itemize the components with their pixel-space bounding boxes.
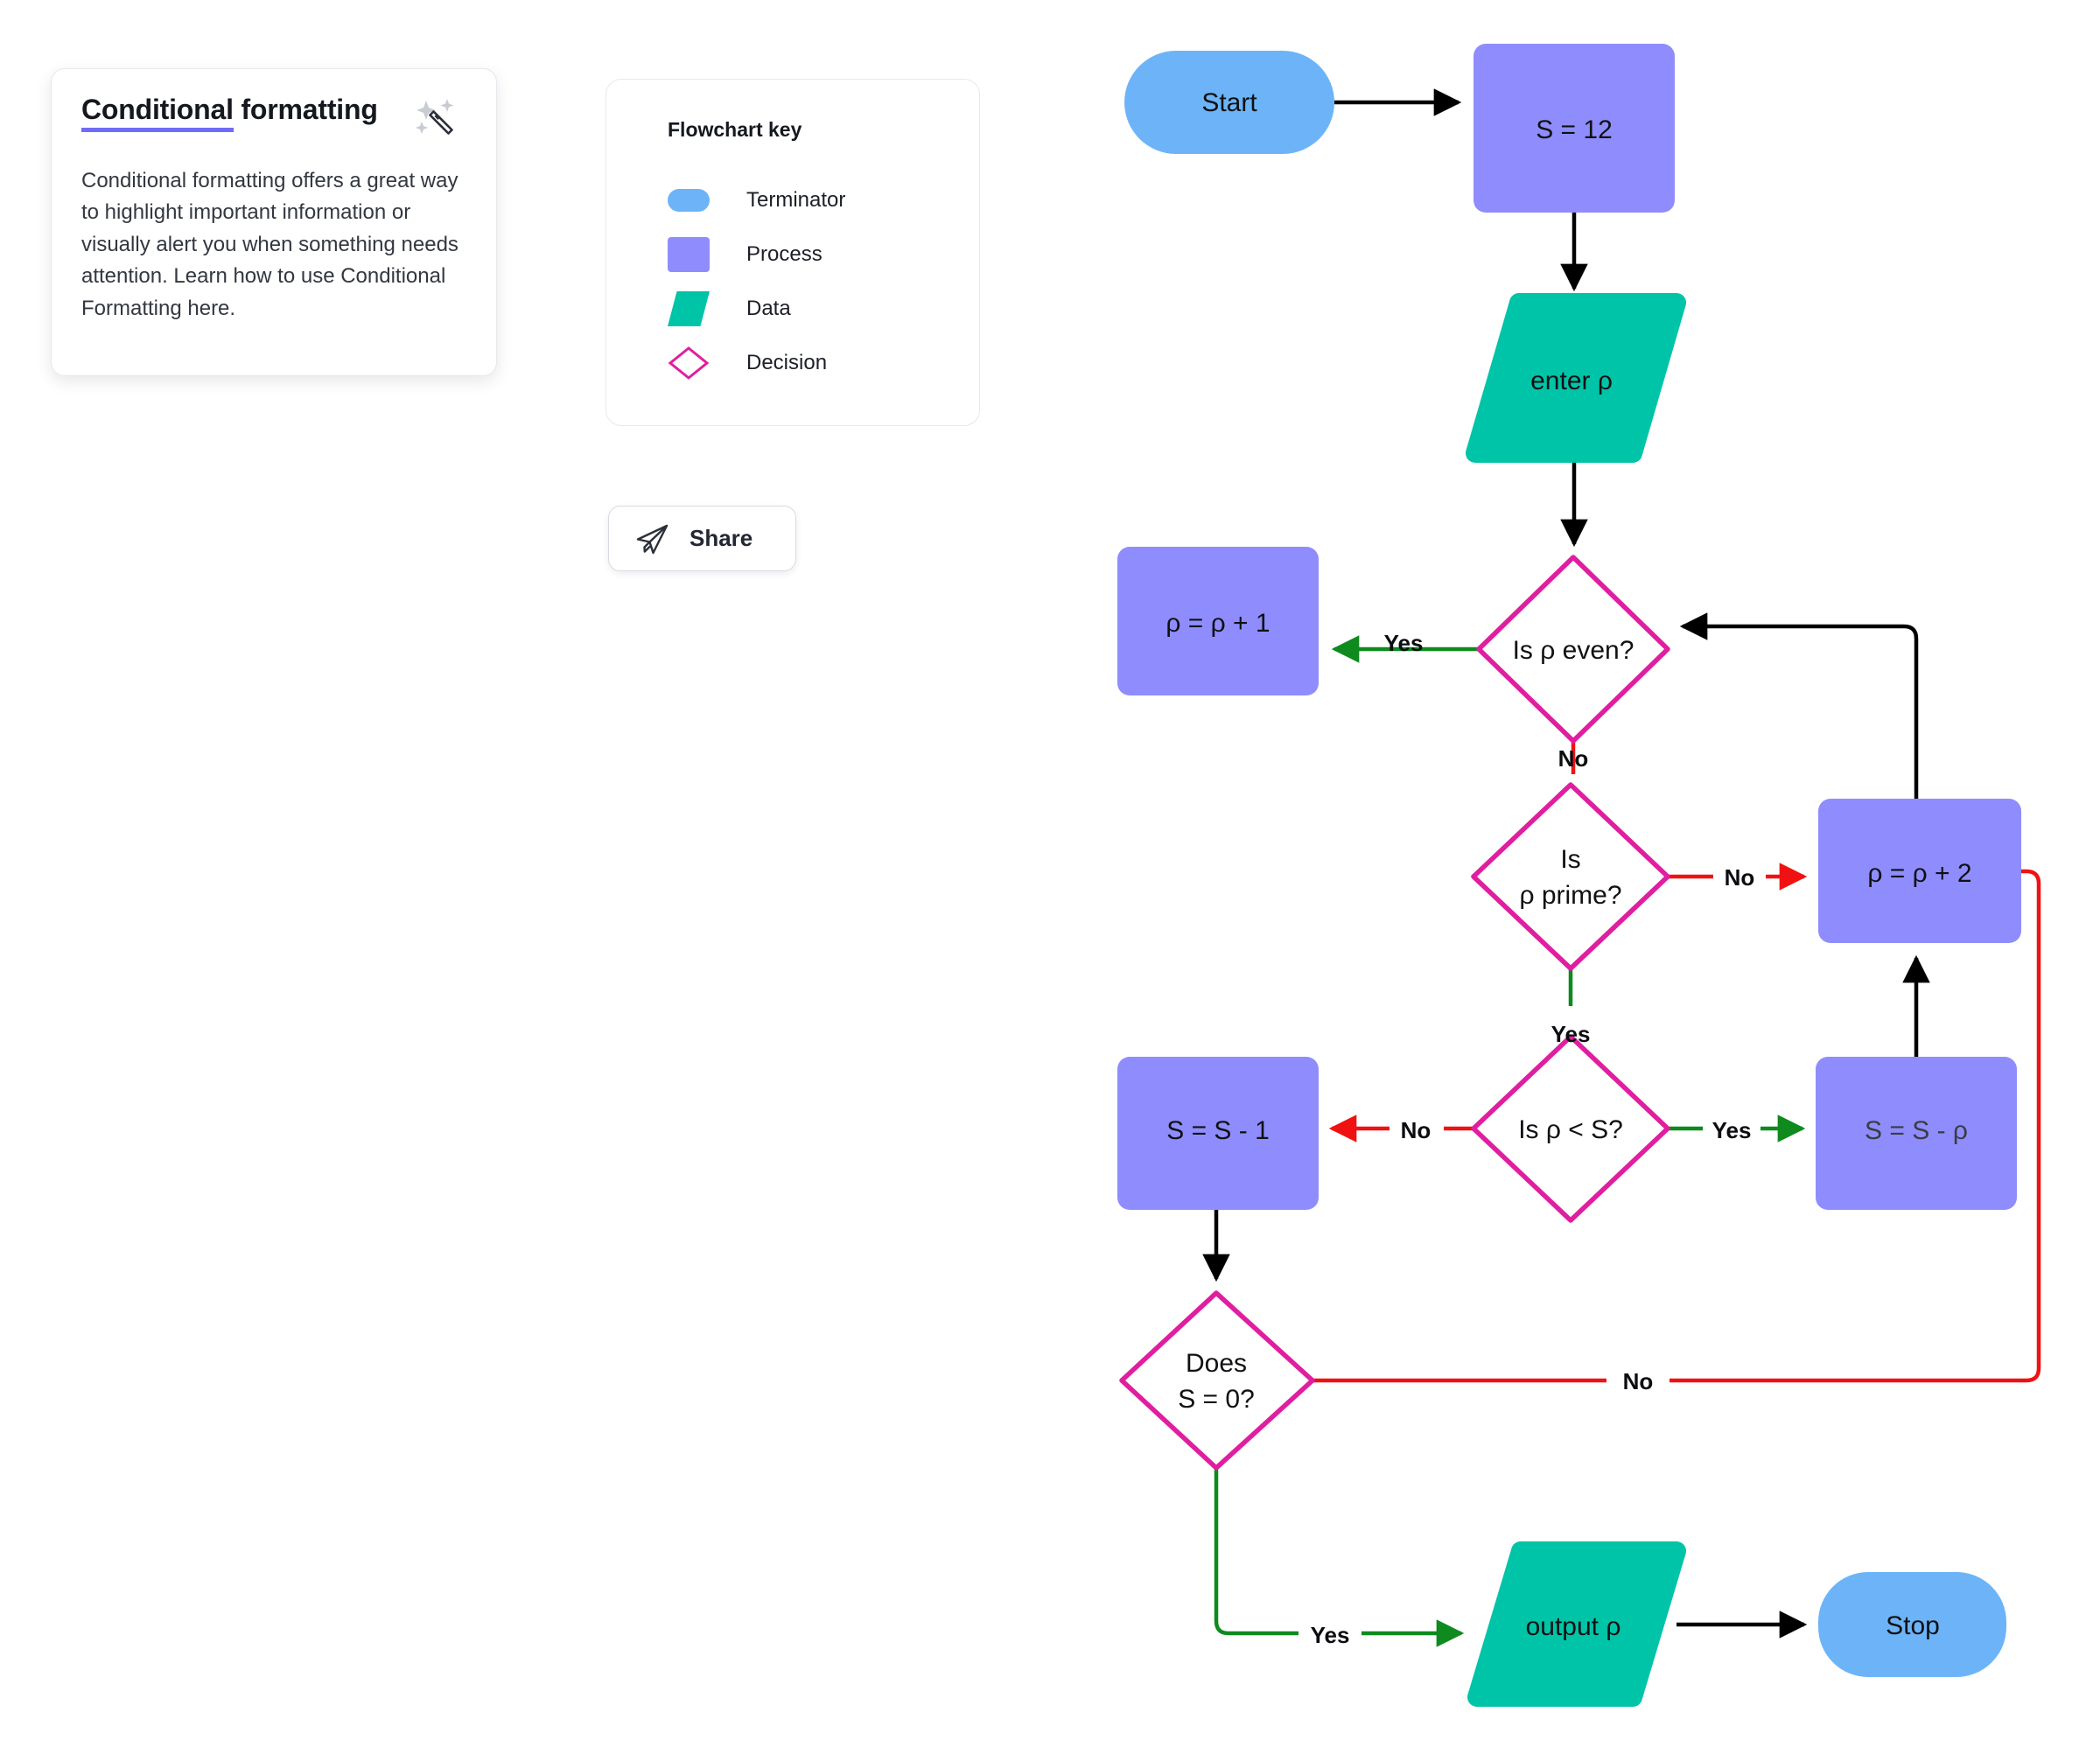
conditional-formatting-card: Conditional formatting Conditional forma… bbox=[51, 68, 497, 377]
legend-item-terminator: Terminator bbox=[668, 173, 979, 227]
node-s-minus-1[interactable]: S = S - 1 bbox=[1117, 1057, 1319, 1210]
legend-title: Flowchart key bbox=[668, 118, 802, 141]
node-s-equals-12[interactable]: S = 12 bbox=[1474, 44, 1675, 213]
node-label-rho-plus-1: ρ = ρ + 1 bbox=[1166, 609, 1270, 638]
node-label-s-minus-1: S = S - 1 bbox=[1166, 1116, 1270, 1145]
legend-item-data: Data bbox=[668, 282, 979, 336]
node-label-start: Start bbox=[1201, 88, 1257, 117]
card-header: Conditional formatting bbox=[81, 94, 466, 144]
node-label-is: Is bbox=[1560, 845, 1580, 874]
edge-rho2-loop-to-even bbox=[1679, 612, 1919, 799]
decision-swatch-icon bbox=[668, 346, 731, 381]
card-body-text: Conditional formatting offers a great wa… bbox=[81, 169, 458, 320]
share-button[interactable]: Share bbox=[608, 506, 796, 571]
node-label-s-equals-12: S = 12 bbox=[1536, 115, 1613, 144]
legend-item-process: Process bbox=[668, 227, 979, 282]
node-start[interactable]: Start bbox=[1124, 51, 1334, 154]
paper-plane-icon bbox=[636, 524, 668, 554]
terminator-swatch-icon bbox=[668, 189, 731, 212]
node-label-stop: Stop bbox=[1886, 1611, 1940, 1640]
process-swatch-icon bbox=[668, 237, 731, 272]
magic-wand-icon bbox=[416, 99, 454, 135]
node-is-rho-prime[interactable]: Is ρ prime? bbox=[1471, 782, 1670, 971]
edge-label-less-yes: Yes bbox=[1712, 1117, 1752, 1143]
node-enter-rho[interactable]: enter ρ bbox=[1466, 293, 1686, 463]
node-label-rho-plus-2: ρ = ρ + 2 bbox=[1867, 859, 1971, 888]
edge-label-prime-no: No bbox=[1725, 864, 1755, 891]
node-label-does: Does bbox=[1186, 1349, 1247, 1378]
legend-label-decision: Decision bbox=[746, 351, 828, 374]
node-does-s-equal-0[interactable]: Does S = 0? bbox=[1119, 1290, 1315, 1471]
card-title-rest: formatting bbox=[233, 94, 378, 125]
node-is-rho-less-than-s[interactable]: Is ρ < S? bbox=[1471, 1034, 1670, 1223]
edge-label-zero-no: No bbox=[1623, 1368, 1654, 1394]
node-label-output-rho: output ρ bbox=[1526, 1612, 1621, 1641]
node-label-s-minus-rho: S = S - ρ bbox=[1865, 1116, 1968, 1145]
node-rho-plus-2[interactable]: ρ = ρ + 2 bbox=[1818, 799, 2021, 943]
edge-label-even-no: No bbox=[1558, 745, 1589, 772]
node-label-is-rho-less-than-s: Is ρ < S? bbox=[1518, 1115, 1623, 1144]
legend-label-terminator: Terminator bbox=[746, 188, 846, 212]
node-output-rho[interactable]: output ρ bbox=[1467, 1541, 1686, 1707]
edge-label-even-yes: Yes bbox=[1384, 630, 1424, 656]
node-label-rho-prime: ρ prime? bbox=[1519, 881, 1621, 910]
node-label-s-equals-0: S = 0? bbox=[1178, 1385, 1255, 1414]
edge-label-less-no: No bbox=[1401, 1117, 1432, 1143]
legend-label-data: Data bbox=[746, 297, 791, 320]
edge-zero-yes-stub-left bbox=[1214, 1468, 1298, 1636]
node-stop[interactable]: Stop bbox=[1818, 1572, 2006, 1677]
data-swatch-icon bbox=[668, 291, 731, 326]
flowchart-key-panel: Flowchart key Terminator Process Data De… bbox=[606, 79, 980, 426]
node-is-rho-even[interactable]: Is ρ even? bbox=[1476, 555, 1670, 744]
card-title-underlined: Conditional bbox=[81, 94, 234, 132]
node-rho-plus-1[interactable]: ρ = ρ + 1 bbox=[1117, 547, 1319, 695]
node-label-is-rho-even: Is ρ even? bbox=[1513, 636, 1634, 665]
legend-item-decision: Decision bbox=[668, 336, 979, 390]
share-button-label: Share bbox=[690, 525, 753, 551]
edge-label-zero-yes: Yes bbox=[1311, 1622, 1350, 1648]
node-s-minus-rho[interactable]: S = S - ρ bbox=[1816, 1057, 2017, 1210]
legend-label-process: Process bbox=[746, 242, 822, 266]
node-label-enter-rho: enter ρ bbox=[1530, 367, 1613, 395]
page-title: Conditional formatting bbox=[81, 94, 378, 132]
